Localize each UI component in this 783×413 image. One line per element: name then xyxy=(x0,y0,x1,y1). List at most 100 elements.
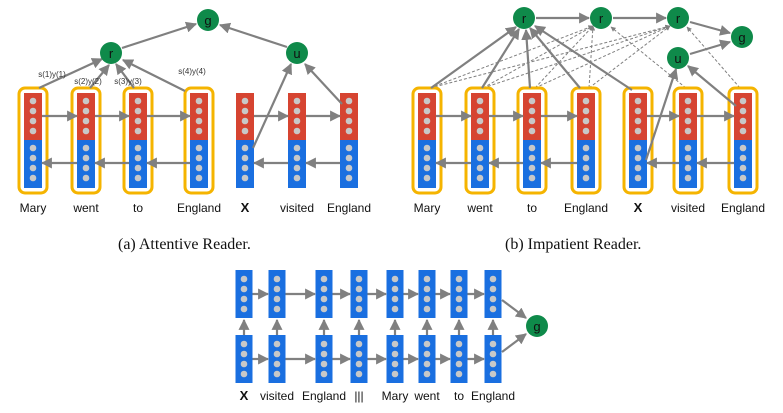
token-label: visited xyxy=(671,201,705,215)
unit-dot xyxy=(82,127,90,135)
unit-dot xyxy=(423,295,431,303)
arrow xyxy=(115,63,135,89)
attention-box xyxy=(183,86,215,195)
unit-dot xyxy=(684,97,692,105)
token-label: visited xyxy=(260,389,294,403)
unit-dot xyxy=(134,154,142,162)
unit-dot xyxy=(241,127,249,135)
unit-dot xyxy=(739,127,747,135)
unit-dot xyxy=(240,370,248,378)
unit-dot xyxy=(82,107,90,115)
unit-dot xyxy=(489,370,497,378)
arrow xyxy=(218,22,288,49)
unit-dot xyxy=(293,174,301,182)
unit-dot xyxy=(134,174,142,182)
arrow xyxy=(304,63,343,105)
backward-lstm-cell xyxy=(288,140,306,188)
unit-dot xyxy=(355,295,363,303)
attention-dashed-arrow xyxy=(482,25,594,89)
arrow xyxy=(89,64,110,89)
unit-dot xyxy=(345,97,353,105)
unit-dot xyxy=(423,117,431,125)
token-label: X xyxy=(634,200,643,215)
unit-dot xyxy=(273,285,281,293)
unit-dot xyxy=(320,350,328,358)
unit-dot xyxy=(582,107,590,115)
lstm-layer2-cell xyxy=(418,270,436,318)
unit-dot xyxy=(320,360,328,368)
unit-dot xyxy=(455,275,463,283)
unit-dot xyxy=(528,107,536,115)
unit-dot xyxy=(293,107,301,115)
unit-dot xyxy=(345,174,353,182)
unit-dot xyxy=(345,127,353,135)
arrow xyxy=(689,20,732,36)
impatient-r-node-2-label: r xyxy=(599,11,604,26)
unit-dot xyxy=(489,305,497,313)
arrow xyxy=(501,333,527,353)
unit-dot xyxy=(29,107,37,115)
lstm-layer1-cell xyxy=(350,335,368,383)
unit-dot xyxy=(423,305,431,313)
unit-dot xyxy=(489,360,497,368)
backward-lstm-cell xyxy=(77,140,95,188)
unit-dot xyxy=(273,360,281,368)
backward-lstm-cell xyxy=(236,140,254,188)
unit-dot xyxy=(345,107,353,115)
arrow xyxy=(38,58,103,89)
attention-dashed-arrow xyxy=(482,25,671,89)
unit-dot xyxy=(320,340,328,348)
unit-dot xyxy=(240,360,248,368)
unit-dot xyxy=(320,275,328,283)
impatient-r-node-1-label: r xyxy=(522,11,527,26)
deep-lstm-g-node-circle xyxy=(526,315,548,337)
unit-dot xyxy=(476,107,484,115)
forward-lstm-cell xyxy=(236,93,254,140)
attention-dashed-arrow xyxy=(588,25,596,89)
lstm-layer2-cell xyxy=(484,270,502,318)
unit-dot xyxy=(293,154,301,162)
unit-dot xyxy=(134,127,142,135)
unit-dot xyxy=(345,154,353,162)
unit-dot xyxy=(684,174,692,182)
unit-dot xyxy=(82,144,90,152)
backward-lstm-cell xyxy=(129,140,147,188)
token-label: to xyxy=(454,389,464,403)
unit-dot xyxy=(528,164,536,172)
unit-dot xyxy=(241,154,249,162)
lstm-layer2-cell xyxy=(450,270,468,318)
unit-dot xyxy=(489,350,497,358)
token-label: Mary xyxy=(382,389,409,403)
unit-dot xyxy=(391,305,399,313)
unit-dot xyxy=(489,275,497,283)
unit-dot xyxy=(423,340,431,348)
unit-dot xyxy=(634,154,642,162)
unit-dot xyxy=(82,164,90,172)
unit-dot xyxy=(391,360,399,368)
forward-lstm-cell xyxy=(679,93,697,140)
token-label: England xyxy=(327,201,371,215)
attention-box xyxy=(516,86,548,195)
lstm-layer2-cell xyxy=(350,270,368,318)
caption-attentive-reader: (a) Attentive Reader. xyxy=(118,236,251,253)
forward-lstm-cell xyxy=(471,93,489,140)
unit-dot xyxy=(241,97,249,105)
unit-dot xyxy=(423,174,431,182)
unit-dot xyxy=(240,305,248,313)
attention-box xyxy=(727,86,759,195)
unit-dot xyxy=(355,350,363,358)
backward-lstm-cell xyxy=(418,140,436,188)
unit-dot xyxy=(455,360,463,368)
unit-dot xyxy=(29,174,37,182)
attention-box xyxy=(672,86,704,195)
unit-dot xyxy=(739,164,747,172)
arrow xyxy=(534,25,633,91)
forward-lstm-cell xyxy=(24,93,42,140)
impatient-u-node-circle xyxy=(667,47,689,69)
unit-dot xyxy=(195,127,203,135)
unit-dot xyxy=(423,360,431,368)
backward-lstm-cell xyxy=(734,140,752,188)
unit-dot xyxy=(476,144,484,152)
token-label: ||| xyxy=(354,389,363,403)
arrow xyxy=(501,299,527,319)
